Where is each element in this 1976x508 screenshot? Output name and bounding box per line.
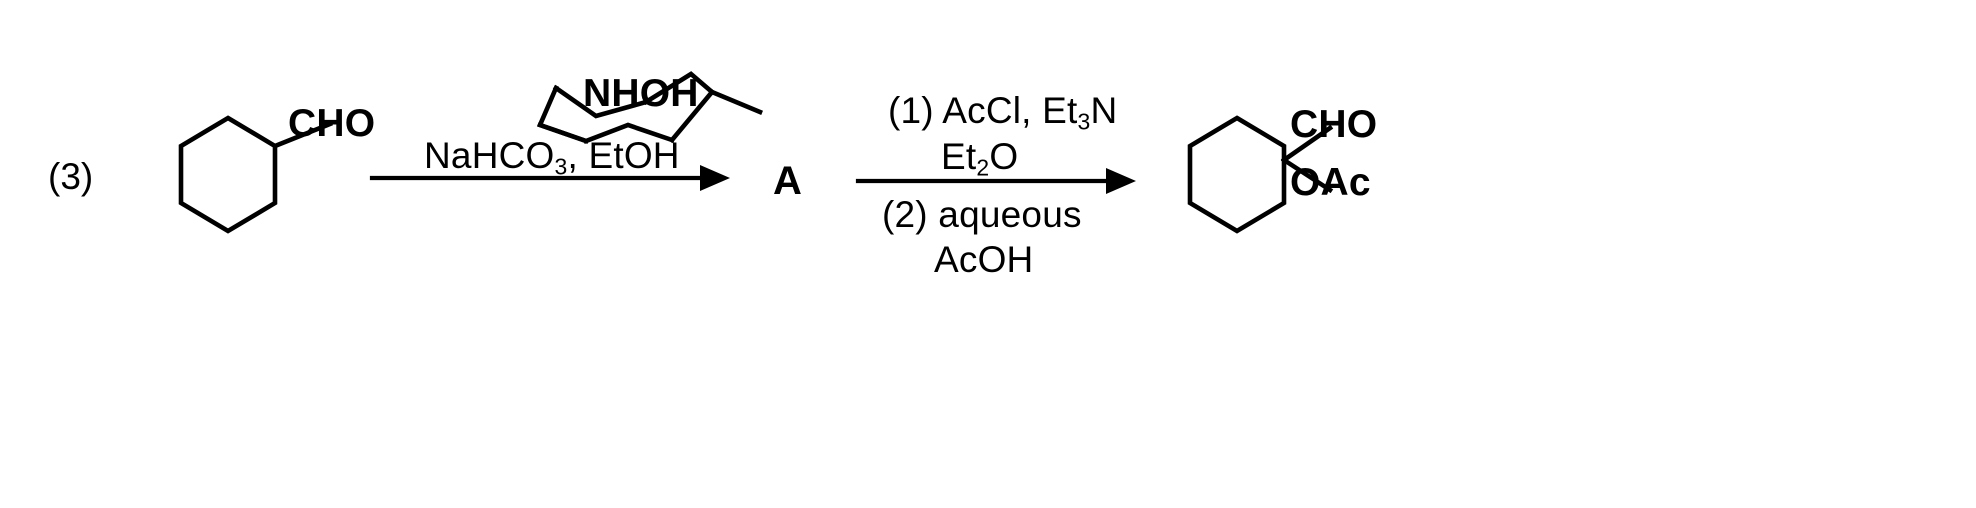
reagent-nhoh-label: NHOH [583,72,699,115]
step2-condition-line3: (2) aqueous [882,194,1082,235]
step2-condition-line4: AcOH [934,239,1034,280]
step1-solvent-tail: , EtOH [567,135,680,176]
problem-index-label: (3) [48,156,94,197]
step1-solvent-label: NaHCO3, EtOH [424,137,680,178]
step2-condition-line1: (1) AcCl, Et3N [888,92,1117,133]
step2-line2-subscript: 2 [976,154,990,181]
step2-line1-post: N [1090,90,1118,131]
step2-line1-subscript: 3 [1077,108,1091,135]
step2-line2-post: O [989,136,1019,177]
step2-line1-pre: (1) AcCl, Et [888,90,1078,131]
product-cyclohexane-ring [1187,115,1287,234]
reactant-cho-label: CHO [288,102,376,145]
product-cho-label: CHO [1290,103,1378,146]
reactant-cyclohexane-ring [178,115,278,234]
product-oac-label: OAc [1290,161,1371,204]
step1-solvent-text: NaHCO [424,135,555,176]
reagent-nhoh-bond [708,88,764,116]
step2-line2-pre: Et [941,136,977,177]
step1-solvent-subscript: 3 [554,153,568,180]
intermediate-label: A [773,159,802,203]
step2-condition-line2: Et2O [941,138,1018,179]
